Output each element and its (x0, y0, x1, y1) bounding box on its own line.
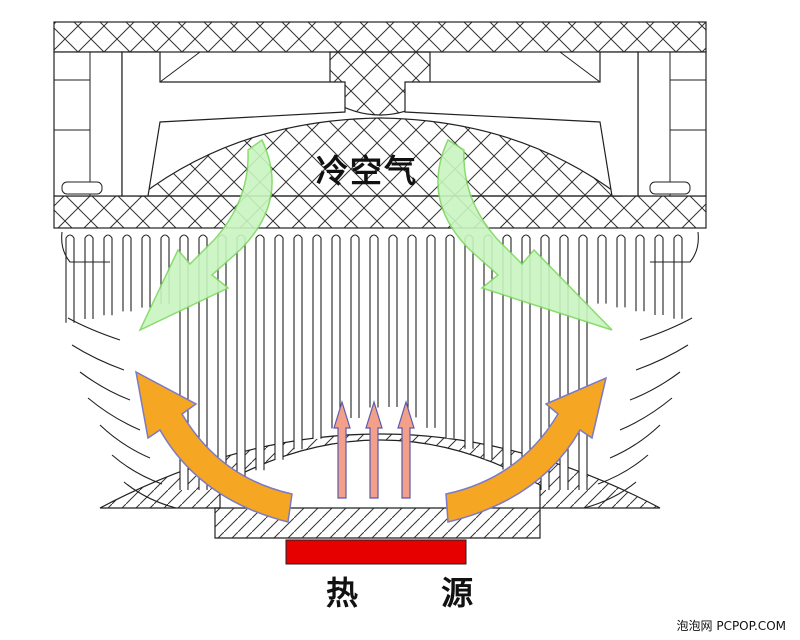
heatsink-fin (654, 234, 664, 315)
warm-air-arrow-left (134, 370, 293, 523)
screw-tab-left (61, 181, 103, 195)
hot-air-arrows (333, 399, 415, 499)
heatsink-fin (293, 234, 303, 450)
fan-frame (53, 21, 707, 229)
heatsink-fin (331, 234, 341, 429)
heatsink-fin (464, 234, 474, 449)
heatsink-fin (312, 234, 322, 439)
heatsink-fin (255, 234, 265, 471)
heatsink-fin (236, 234, 246, 481)
fan-top-bar (53, 21, 707, 53)
heatsink-fin (578, 234, 588, 490)
heatsink-fin (369, 234, 379, 408)
heatsink-fin (597, 234, 607, 304)
side-fins-left (61, 231, 177, 509)
hot-air-arrow-3 (397, 399, 415, 499)
heatsink-fin (407, 234, 417, 418)
cold-air-arrow-right (437, 138, 613, 331)
heatsink-fin (445, 234, 455, 439)
fan-blade-right (404, 51, 639, 197)
side-fins-right (583, 231, 699, 509)
screw-tab-right (649, 181, 691, 195)
heatsink-fin (141, 234, 151, 308)
fan-bottom-bar (53, 195, 707, 229)
warm-air-arrow-right (445, 376, 608, 523)
heatsink-fin (673, 234, 683, 319)
heatsink-fin (388, 234, 398, 407)
heatsink-fin (65, 234, 75, 323)
heatsink-fin (122, 234, 132, 312)
fan-left-wall (53, 51, 123, 197)
hot-air-arrow-2 (365, 399, 383, 499)
heatsink-fin (426, 234, 436, 428)
heatsink-fins (65, 234, 683, 490)
heatsink-fin (274, 234, 284, 460)
fan-right-wall (637, 51, 707, 197)
heatsink-fin (103, 234, 113, 316)
heatsink-fin (84, 234, 94, 319)
heatsink-fin (217, 234, 227, 490)
source-credit: 泡泡网 PCPOP.COM (676, 619, 786, 633)
hot-air-arrow-1 (333, 399, 351, 499)
cold-air-label: 冷空气 (316, 152, 419, 190)
heat-source-block (285, 539, 467, 565)
heatsink-fin (350, 234, 360, 418)
heatsink-fin (635, 234, 645, 312)
heatsink-fin (616, 234, 626, 308)
fan-blades (121, 51, 639, 197)
heat-source-label: 热 源 (326, 574, 510, 612)
cold-air-arrow-left (138, 138, 273, 332)
fan-blade-left (121, 51, 346, 197)
